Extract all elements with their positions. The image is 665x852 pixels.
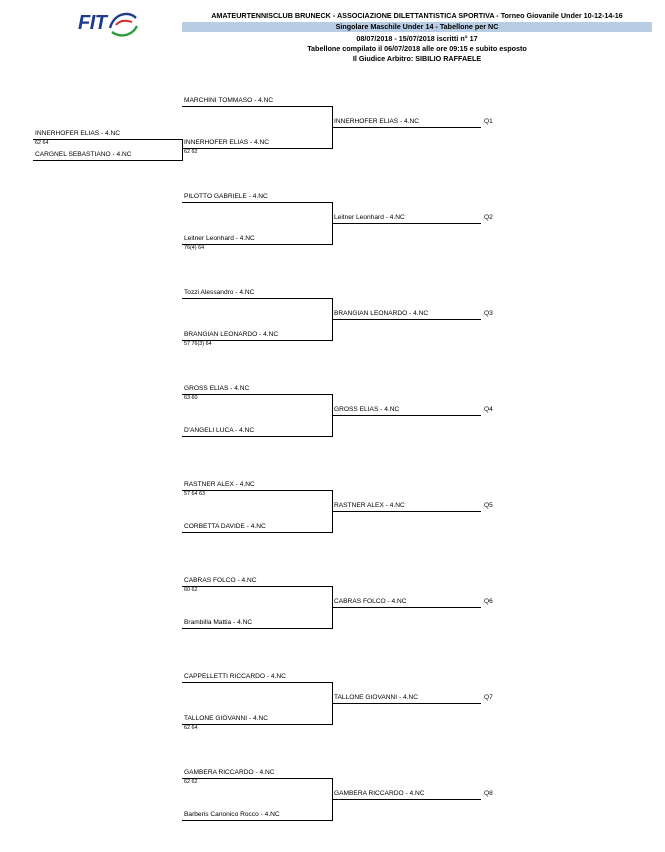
match-top-line xyxy=(182,778,332,779)
match-bottom-line xyxy=(182,820,332,821)
match-bottom-player: BRANGIAN LEONARDO - 4.NC xyxy=(184,331,279,338)
match-top-score: 63 60 xyxy=(184,395,198,401)
match-top-player: CAPPELLETTI RICCARDO - 4.NC xyxy=(184,673,286,680)
match-top-player: GAMBERA RICCARDO - 4.NC xyxy=(184,769,275,776)
match-bottom-line xyxy=(182,724,332,725)
fit-logo: FIT xyxy=(78,8,139,42)
prelim-bottom-player: CARGNEL SEBASTIANO - 4.NC xyxy=(35,151,132,158)
tournament-dates: 08/07/2018 - 15/07/2018 iscritti n° 17 xyxy=(356,34,478,43)
match-bottom-player: Leitner Leonhard - 4.NC xyxy=(184,235,255,242)
tournament-title: AMATEURTENNISCLUB BRUNECK - ASSOCIAZIONE… xyxy=(211,11,623,20)
match-top-player: RASTNER ALEX - 4.NC xyxy=(184,481,255,488)
match-top-player: PILOTTO GABRIELE - 4.NC xyxy=(184,193,268,200)
match-winner: Leitner Leonhard - 4.NC xyxy=(334,214,405,221)
draw-title-band: Singolare Maschile Under 14 - Tabellone … xyxy=(182,22,652,32)
qualifier-label: Q1 xyxy=(484,118,493,125)
match-top-player: CABRAS FOLCO - 4.NC xyxy=(184,577,257,584)
match-bottom-line xyxy=(182,244,332,245)
match-top-score: 57 64 63 xyxy=(184,491,205,497)
match-bottom-score: 76(4) 64 xyxy=(184,245,205,251)
winner-line xyxy=(332,799,481,800)
match-bottom-player: Brambilla Mattia - 4.NC xyxy=(184,619,253,626)
match-top-line xyxy=(182,394,332,395)
winner-line xyxy=(332,223,481,224)
match-winner: RASTNER ALEX - 4.NC xyxy=(334,502,405,509)
match-bottom-player: Barberis Canonico Rocco - 4.NC xyxy=(184,811,280,818)
qualifier-label: Q6 xyxy=(484,598,493,605)
referee-note: Il Giudice Arbitro: SIBILIO RAFFAELE xyxy=(352,54,482,63)
qualifier-label: Q7 xyxy=(484,694,493,701)
winner-line xyxy=(332,127,481,128)
match-bottom-player: INNERHOFER ELIAS - 4.NC xyxy=(184,139,270,146)
match-winner: BRANGIAN LEONARDO - 4.NC xyxy=(334,310,429,317)
prelim-top-line xyxy=(33,139,182,140)
match-top-line xyxy=(182,490,332,491)
match-bottom-line xyxy=(182,340,332,341)
compiled-note: Tabellone compilato il 06/07/2018 alle o… xyxy=(307,44,527,53)
match-top-player: GROSS ELIAS - 4.NC xyxy=(184,385,250,392)
match-top-player: MARCHINI TOMMASO - 4.NC xyxy=(184,97,274,104)
qualifier-label: Q3 xyxy=(484,310,493,317)
tennis-ball-icon xyxy=(108,12,139,37)
qualifier-label: Q4 xyxy=(484,406,493,413)
match-winner: TALLONE GIOVANNI - 4.NC xyxy=(334,694,419,701)
match-top-score: 60 62 xyxy=(184,587,198,593)
match-bottom-score: 62 62 xyxy=(184,149,198,155)
match-bottom-player: TALLONE GIOVANNI - 4.NC xyxy=(184,715,269,722)
qualifier-label: Q8 xyxy=(484,790,493,797)
match-top-line xyxy=(182,586,332,587)
match-winner: INNERHOFER ELIAS - 4.NC xyxy=(334,118,420,125)
match-bottom-player: CORBETTA DAVIDE - 4.NC xyxy=(184,523,266,530)
qualifier-label: Q5 xyxy=(484,502,493,509)
winner-line xyxy=(332,703,481,704)
prelim-top-player: INNERHOFER ELIAS - 4.NC xyxy=(35,130,121,137)
match-winner: GAMBERA RICCARDO - 4.NC xyxy=(334,790,425,797)
match-bottom-player: D'ANGELI LUCA - 4.NC xyxy=(184,427,255,434)
winner-line xyxy=(332,415,481,416)
match-bottom-line xyxy=(182,628,332,629)
match-top-line xyxy=(182,202,332,203)
winner-line xyxy=(332,607,481,608)
winner-line xyxy=(332,511,481,512)
match-winner: CABRAS FOLCO - 4.NC xyxy=(334,598,407,605)
prelim-bottom-line xyxy=(33,160,182,161)
match-top-line xyxy=(182,106,332,107)
prelim-score: 62 64 xyxy=(35,140,49,146)
match-winner: GROSS ELIAS - 4.NC xyxy=(334,406,400,413)
match-top-score: 62 62 xyxy=(184,779,198,785)
logo-text: FIT xyxy=(78,12,107,34)
qualifier-label: Q2 xyxy=(484,214,493,221)
match-bottom-line xyxy=(182,436,332,437)
winner-line xyxy=(332,319,481,320)
match-top-line xyxy=(182,298,332,299)
match-top-line xyxy=(182,682,332,683)
match-bottom-score: 57 76(3) 64 xyxy=(184,341,212,347)
match-bottom-line xyxy=(182,148,332,149)
prelim-connector xyxy=(182,139,183,161)
match-top-player: Tozzi Alessandro - 4.NC xyxy=(184,289,255,296)
match-bottom-score: 62 64 xyxy=(184,725,198,731)
match-bottom-line xyxy=(182,532,332,533)
